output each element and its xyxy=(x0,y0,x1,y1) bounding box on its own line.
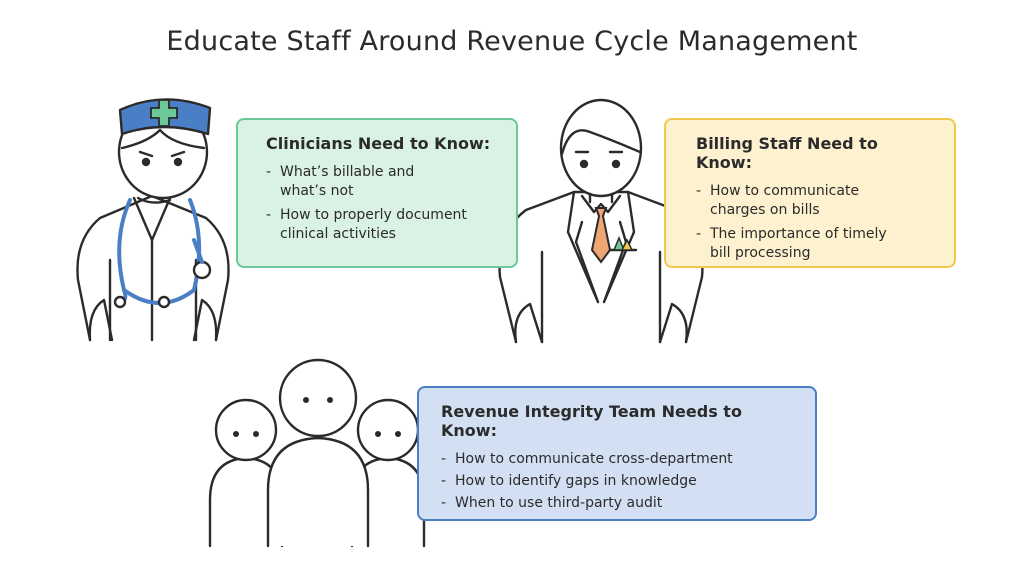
list-item: When to use third-party audit xyxy=(441,494,799,513)
doctor-icon xyxy=(498,98,704,344)
nurse-icon xyxy=(76,98,230,342)
list-item: How to communicate charges on bills xyxy=(696,182,938,220)
page-title: Educate Staff Around Revenue Cycle Manag… xyxy=(166,26,858,57)
billing-heading: Billing Staff Need to Know: xyxy=(696,134,878,172)
list-item: How to identify gaps in knowledge xyxy=(441,472,799,491)
clinicians-list: What’s billable and what’s not How to pr… xyxy=(266,163,500,244)
revenue-integrity-card: Revenue Integrity Team Needs to Know: Ho… xyxy=(417,386,817,521)
clinicians-heading: Clinicians Need to Know: xyxy=(266,134,491,153)
revenue-heading: Revenue Integrity Team Needs to Know: xyxy=(441,402,742,440)
team-icon xyxy=(208,358,426,548)
list-item: How to communicate cross-department xyxy=(441,450,799,469)
revenue-list: How to communicate cross-department How … xyxy=(441,450,799,513)
billing-list: How to communicate charges on bills The … xyxy=(696,182,938,263)
list-item: How to properly document clinical activi… xyxy=(266,206,500,244)
list-item: The importance of timely bill processing xyxy=(696,225,938,263)
billing-card: Billing Staff Need to Know: How to commu… xyxy=(664,118,956,268)
list-item: What’s billable and what’s not xyxy=(266,163,500,201)
clinicians-card: Clinicians Need to Know: What’s billable… xyxy=(236,118,518,268)
